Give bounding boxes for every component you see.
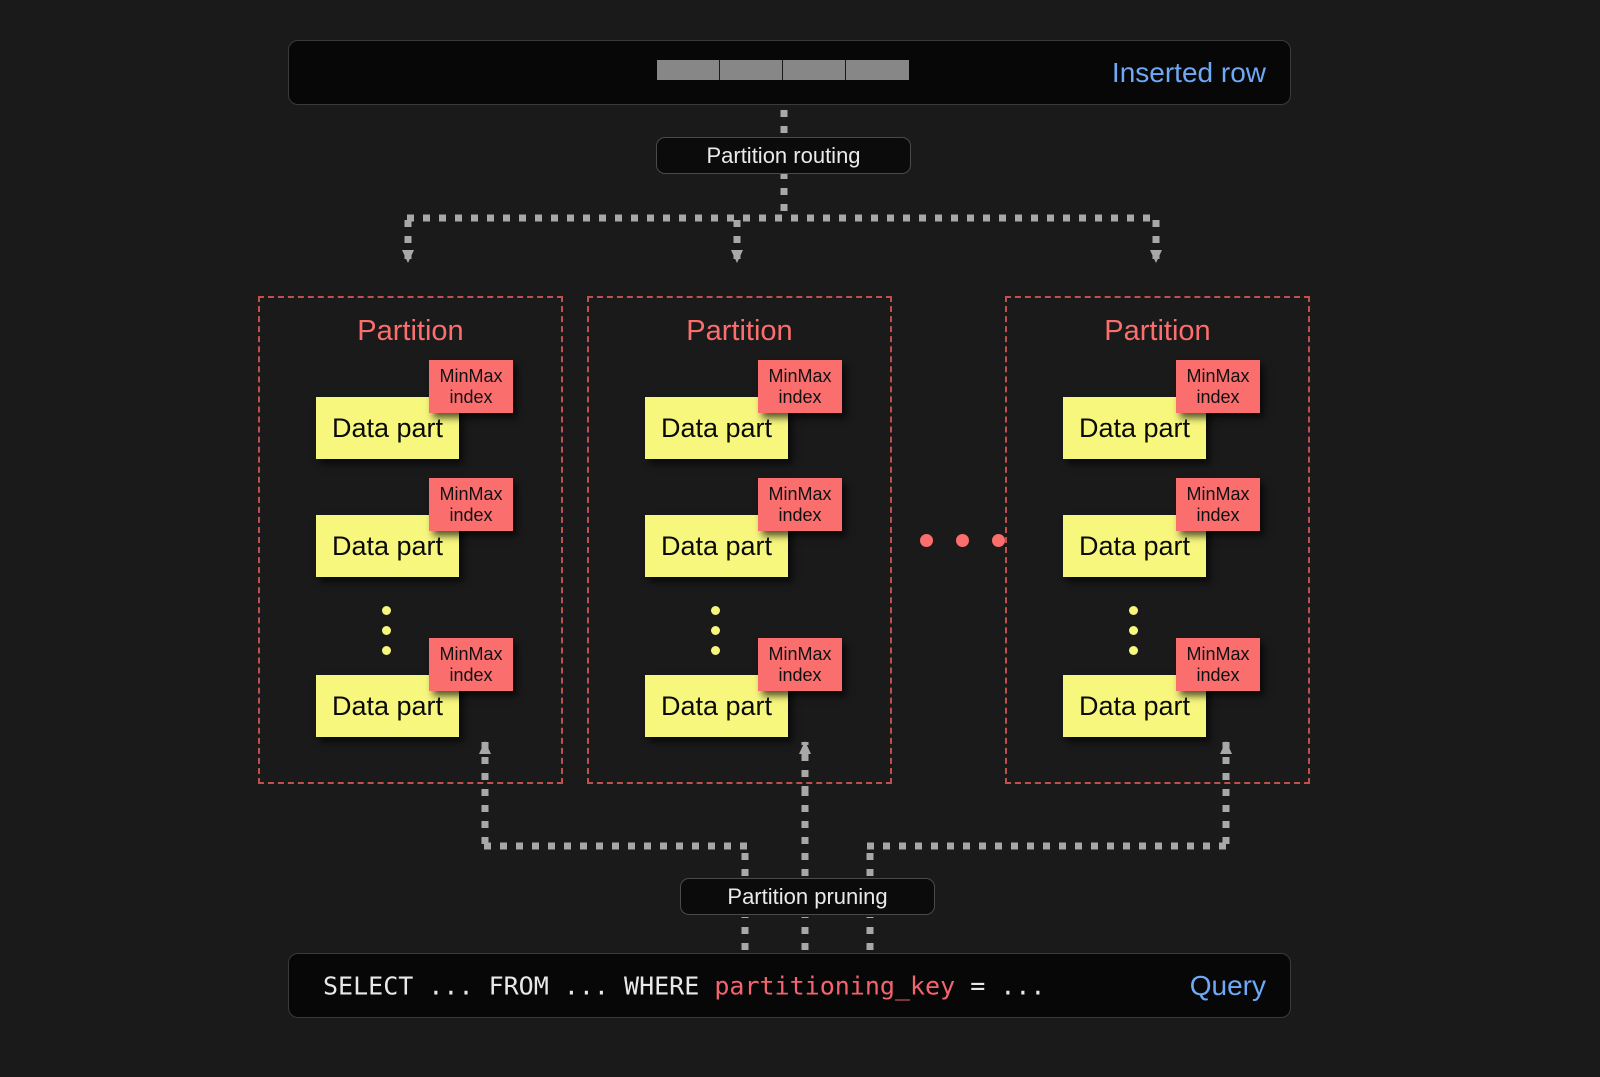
minmax-index-line2: index [449,386,493,407]
query-label: Query [1189,969,1266,1001]
minmax-index-line1: MinMax [1186,484,1250,505]
partition-container: Partition MinMax index Data part MinMax … [1005,296,1310,784]
minmax-index-box: MinMax index [429,638,513,691]
data-part-group: MinMax index Data part [645,478,895,583]
minmax-index-line2: index [449,504,493,525]
minmax-index-line1: MinMax [1186,366,1250,387]
ellipsis-dot [920,534,933,547]
ellipsis-dot [711,626,720,635]
partition-title: Partition [357,315,464,347]
minmax-index-line2: index [778,664,822,685]
minmax-index-line2: index [449,664,493,685]
ellipsis-dot [992,534,1005,547]
data-part-group: MinMax index Data part [1063,478,1313,583]
minmax-index-box: MinMax index [1176,478,1260,531]
minmax-index-box: MinMax index [429,360,513,413]
vertical-ellipsis [711,606,720,655]
query-prefix: SELECT ... FROM ... WHERE [323,971,715,1000]
row-cell [657,60,720,80]
ellipsis-dot [382,626,391,635]
minmax-index-line2: index [778,386,822,407]
ellipsis-dot [1129,606,1138,615]
minmax-index-line2: index [1196,504,1240,525]
minmax-index-line1: MinMax [1186,644,1250,665]
ellipsis-dot [711,606,720,615]
data-part-group: MinMax index Data part [316,478,566,583]
minmax-index-line2: index [778,504,822,525]
data-part-group: MinMax index Data part [316,638,566,743]
ellipsis-dot [1129,626,1138,635]
partition-container: Partition MinMax index Data part MinMax … [587,296,892,784]
data-part-group: MinMax index Data part [645,638,895,743]
query-bar: SELECT ... FROM ... WHERE partitioning_k… [288,953,1291,1018]
inserted-row-bar: Inserted row [288,40,1291,105]
data-part-group: MinMax index Data part [1063,360,1313,465]
minmax-index-line1: MinMax [768,484,832,505]
partition-title: Partition [1104,315,1211,347]
partition-pruning-box: Partition pruning [680,878,935,915]
partition-title: Partition [686,315,793,347]
data-part-group: MinMax index Data part [1063,638,1313,743]
minmax-index-line1: MinMax [439,644,503,665]
query-text: SELECT ... FROM ... WHERE partitioning_k… [323,971,1045,1000]
minmax-index-box: MinMax index [1176,638,1260,691]
minmax-index-line1: MinMax [439,366,503,387]
data-part-group: MinMax index Data part [316,360,566,465]
ellipsis-dot [1129,646,1138,655]
minmax-index-box: MinMax index [758,638,842,691]
minmax-index-line1: MinMax [768,644,832,665]
minmax-index-box: MinMax index [1176,360,1260,413]
ellipsis-dot [711,646,720,655]
vertical-ellipsis [1129,606,1138,655]
minmax-index-line2: index [1196,386,1240,407]
partition-routing-box: Partition routing [656,137,911,174]
row-cell [720,60,783,80]
minmax-index-line1: MinMax [439,484,503,505]
inserted-row-cells [657,60,909,80]
inserted-row-label: Inserted row [1111,56,1266,88]
data-part-box: Data part [645,675,788,737]
ellipsis-dot [956,534,969,547]
partitions-horizontal-ellipsis [920,534,1005,547]
query-suffix: = ... [955,971,1046,1000]
query-partitioning-key: partitioning_key [714,971,956,1000]
ellipsis-dot [382,606,391,615]
ellipsis-dot [382,646,391,655]
minmax-index-box: MinMax index [758,360,842,413]
minmax-index-box: MinMax index [758,478,842,531]
data-part-group: MinMax index Data part [645,360,895,465]
row-cell [846,60,909,80]
partition-container: Partition MinMax index Data part MinMax … [258,296,563,784]
minmax-index-box: MinMax index [429,478,513,531]
data-part-box: Data part [1063,397,1206,459]
row-cell [783,60,846,80]
minmax-index-line2: index [1196,664,1240,685]
minmax-index-line1: MinMax [768,366,832,387]
vertical-ellipsis [382,606,391,655]
